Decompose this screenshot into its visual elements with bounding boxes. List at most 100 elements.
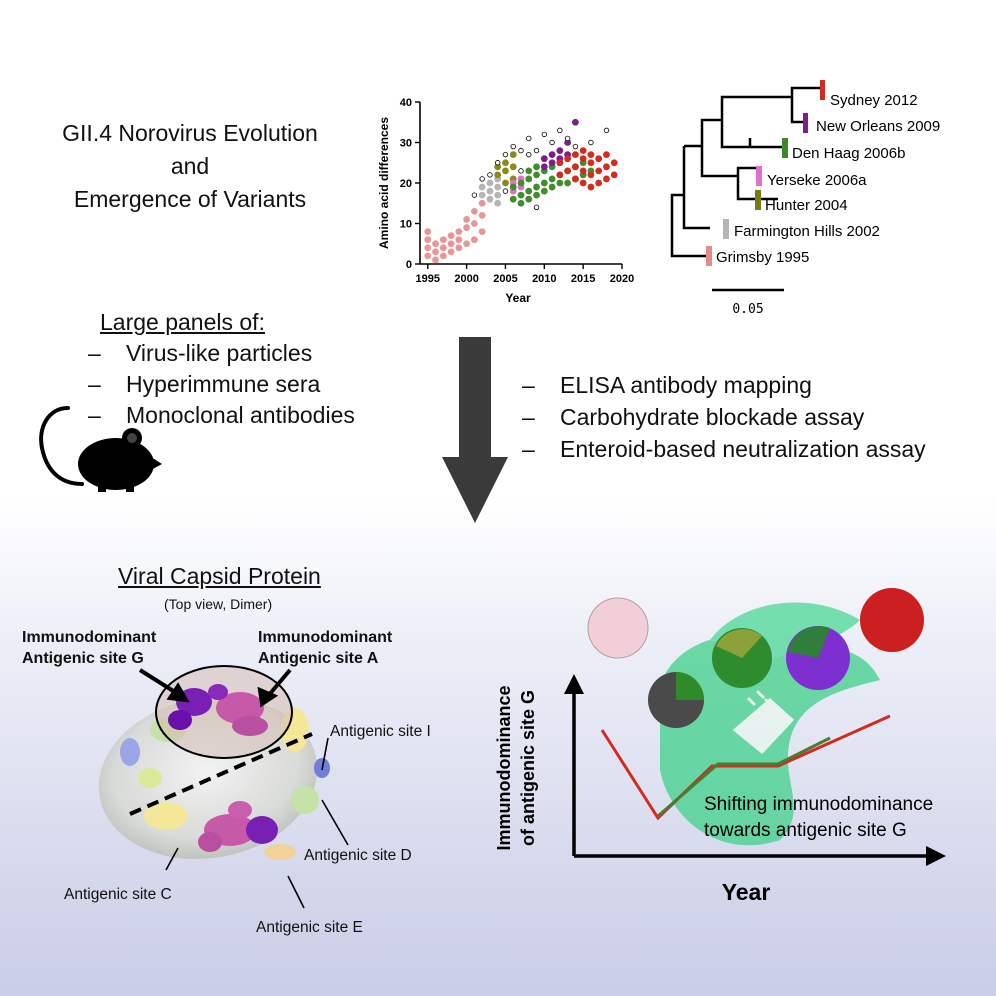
- capsid-sphere-farmington-patch: [676, 672, 704, 700]
- x-tick-label: 2005: [493, 273, 517, 285]
- scatter-point: [533, 183, 540, 191]
- scatter-point: [463, 216, 471, 223]
- title-line-2: and: [170, 153, 210, 179]
- label-site-g: Immunodominant Antigenic site G: [22, 627, 156, 669]
- capsid-sphere-den-haag-patch: [716, 629, 762, 658]
- scatter-point: [525, 187, 533, 195]
- trend-annotation-line1: Shifting immunodominance: [704, 794, 933, 815]
- assay-item-label: ELISA antibody mapping: [560, 372, 812, 398]
- trend-ylabel-line2: of antigenic site G: [518, 690, 538, 846]
- label-site-a: Immunodominant Antigenic site A: [258, 627, 392, 669]
- leaf-marker-hunter: [755, 190, 761, 210]
- scatter-point: [533, 171, 540, 179]
- scatter-point: [526, 151, 532, 158]
- scatter-point: [564, 139, 572, 146]
- scatter-point: [424, 228, 432, 236]
- scatter-point: [447, 240, 455, 248]
- label-site-c: Antigenic site C: [64, 886, 172, 903]
- scatter-point: [518, 147, 524, 154]
- scatter-point: [432, 248, 439, 256]
- scatter-point: [533, 191, 540, 199]
- capsid-heading: Viral Capsid Protein: [118, 563, 321, 589]
- scatter-point: [541, 131, 548, 138]
- scatter-point: [571, 163, 579, 171]
- scatter-point: [478, 199, 486, 207]
- main-title: GII.4 Norovirus Evolution and Emergence …: [30, 117, 350, 216]
- scatter-point: [463, 224, 471, 231]
- scatter-point: [510, 143, 516, 150]
- scatter-point: [439, 236, 447, 244]
- scatter-point: [556, 179, 564, 187]
- scatter-point: [486, 187, 494, 195]
- lower-site-clusters: [198, 801, 278, 852]
- scatter-point: [518, 168, 524, 174]
- tree-leaf-labels: Sydney 2012 New Orleans 2009 Den Haag 20…: [716, 92, 940, 266]
- reagent-item: –Virus-like particles: [88, 340, 313, 366]
- phylogenetic-tree: Sydney 2012 New Orleans 2009 Den Haag 20…: [670, 80, 940, 317]
- tree-scale-label: 0.05: [732, 302, 763, 317]
- leaf-label-grimsby: Grimsby 1995: [716, 249, 809, 266]
- leaf-label-yerseke: Yerseke 2006a: [767, 172, 867, 189]
- scatter-point: [494, 171, 502, 179]
- scatter-point: [564, 167, 572, 175]
- title-line-1: GII.4 Norovirus Evolution: [62, 120, 318, 146]
- y-tick-label: 20: [400, 178, 412, 190]
- leaf-label-farmington: Farmington Hills 2002: [734, 223, 880, 240]
- scatter-point: [579, 167, 587, 175]
- scatter-point: [471, 192, 478, 198]
- scatter-point: [610, 171, 618, 179]
- scatter-point: [478, 191, 486, 199]
- mouse-icon: [39, 406, 162, 492]
- scatter-point: [478, 212, 486, 219]
- site-pointer-arrows: [138, 668, 292, 708]
- scatter-point: [494, 191, 502, 199]
- scatter-point: [432, 256, 439, 264]
- scatter-point: [564, 179, 572, 187]
- scatter-point: [479, 176, 485, 182]
- scatter-point: [548, 151, 556, 159]
- scatter-point: [439, 244, 447, 252]
- y-tick-label: 10: [400, 219, 412, 231]
- trend-annotation-line2: towards antigenic site G: [704, 820, 907, 841]
- green-trend-line: [657, 736, 831, 818]
- leaf-marker-yerseke: [756, 166, 762, 186]
- leaf-label-den-haag: Den Haag 2006b: [792, 145, 905, 162]
- reagent-item-label: Virus-like particles: [126, 340, 313, 366]
- scatter-point: [517, 179, 525, 187]
- scatter-point: [571, 151, 579, 159]
- scatter-point: [486, 179, 494, 187]
- tree-leaf-markers: [706, 80, 825, 266]
- scatter-point: [564, 155, 572, 163]
- reagent-item-label: Monoclonal antibodies: [126, 402, 355, 428]
- scatter-point: [549, 139, 555, 146]
- x-tick-label: 2020: [610, 273, 634, 285]
- scatter-point: [587, 183, 595, 191]
- scatter-point: [556, 159, 564, 167]
- leaf-marker-sydney: [820, 80, 825, 100]
- variant-capsid-spheres: [587, 588, 924, 728]
- down-arrow-icon: [442, 337, 508, 523]
- leaf-label-hunter: Hunter 2004: [765, 197, 848, 214]
- scatter-point: [557, 127, 563, 134]
- dimer-interface-line: [129, 732, 313, 816]
- scatter-point: [509, 163, 517, 171]
- scatter-point: [502, 159, 509, 167]
- label-site-a-line2: Antigenic site A: [258, 650, 379, 667]
- scatter-point: [509, 183, 517, 191]
- label-site-i: Antigenic site I: [330, 723, 431, 740]
- scatter-point: [564, 135, 571, 142]
- scatter-point: [556, 171, 564, 179]
- scatter-point: [502, 151, 509, 158]
- scatter-point: [517, 199, 525, 207]
- scatter-point: [579, 155, 587, 163]
- scatter-point: [587, 171, 595, 179]
- capsid-sphere-sydney: [860, 588, 924, 652]
- scatter-point: [571, 118, 579, 126]
- scatter-point: [487, 172, 493, 178]
- scatter-point: [533, 204, 540, 210]
- x-tick-label: 2000: [454, 273, 478, 285]
- scatter-point: [502, 188, 509, 194]
- scatter-point: [533, 147, 540, 154]
